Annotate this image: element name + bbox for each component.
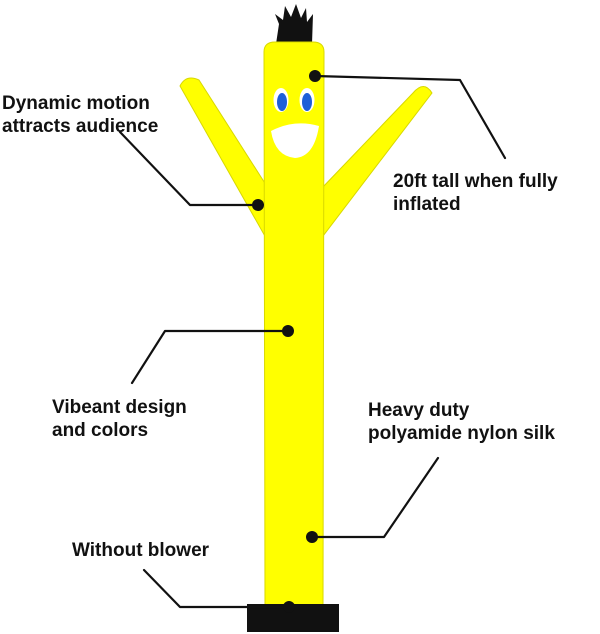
- callout-label-blower: Without blower: [72, 539, 209, 562]
- callout-line-blower: [142, 568, 291, 609]
- smile-mouth: [271, 123, 319, 158]
- right-pupil: [302, 93, 312, 111]
- callout-label-tall: 20ft tall when fully inflated: [393, 170, 558, 216]
- callout-motion-line-2: attracts audience: [2, 116, 159, 137]
- callout-material-line-1: Heavy duty: [368, 400, 470, 421]
- callout-design-line-1: Vibeant design: [52, 397, 187, 418]
- callout-label-motion: Dynamic motion attracts audience: [2, 92, 158, 138]
- tube-body: [263, 41, 325, 607]
- tube-arms: [179, 77, 433, 240]
- callout-blower-line-1: Without blower: [72, 540, 210, 561]
- callout-dot-blower: [283, 601, 295, 613]
- callout-tall-line-2: inflated: [393, 194, 461, 215]
- callout-motion-line-1: Dynamic motion: [2, 93, 150, 114]
- callout-dot-design: [282, 325, 294, 337]
- callout-line-motion: [118, 130, 260, 207]
- right-arm: [321, 86, 433, 238]
- callout-design-line-2: and colors: [52, 420, 149, 441]
- left-arm: [179, 77, 269, 240]
- callout-material-line-2: polyamide nylon silk: [368, 423, 555, 444]
- hair-tuft: [275, 4, 313, 44]
- callout-dot-motion: [252, 199, 264, 211]
- face: [271, 88, 319, 158]
- callout-dot-material: [306, 531, 318, 543]
- callout-label-design: Vibeant design and colors: [52, 396, 187, 442]
- callout-line-material: [310, 456, 440, 539]
- callout-tall-line-1: 20ft tall when fully: [393, 171, 558, 192]
- left-pupil: [277, 93, 287, 111]
- callout-line-tall: [313, 74, 507, 160]
- callout-dot-tall: [309, 70, 321, 82]
- callout-line-design: [130, 329, 290, 385]
- callout-label-material: Heavy duty polyamide nylon silk: [368, 399, 555, 445]
